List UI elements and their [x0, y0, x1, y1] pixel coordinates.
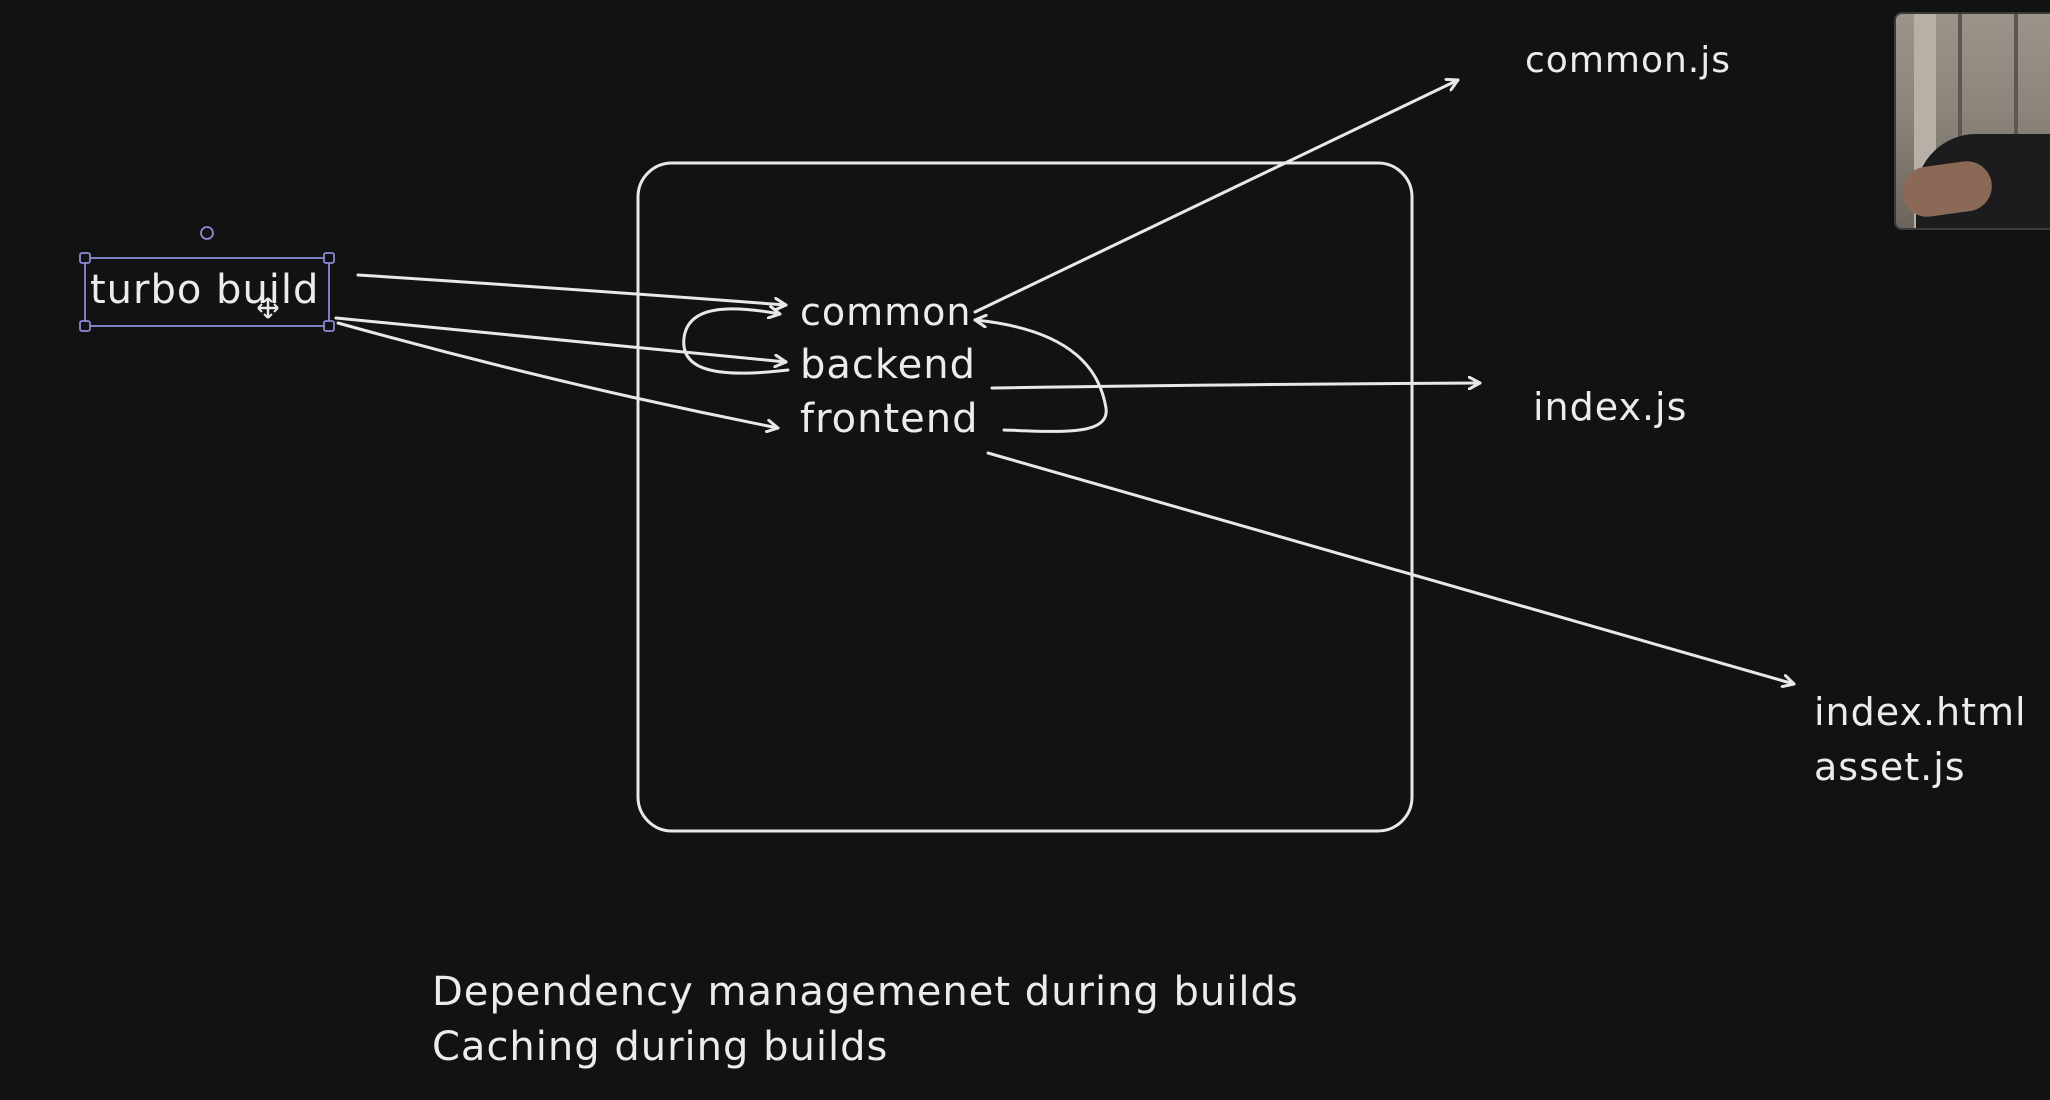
- arrow-build-to-backend[interactable]: [334, 316, 788, 362]
- resize-handle-se[interactable]: [323, 320, 335, 332]
- webcam-wall-seam: [1958, 14, 1962, 228]
- monorepo-box[interactable]: [636, 161, 1414, 833]
- arrow-frontend-to-output[interactable]: [986, 451, 1796, 684]
- rotate-handle[interactable]: [200, 226, 214, 240]
- output-index-html[interactable]: index.html: [1814, 690, 2027, 734]
- output-asset-js[interactable]: asset.js: [1814, 745, 1966, 789]
- arrow-backend-to-output[interactable]: [990, 383, 1482, 388]
- package-backend-label[interactable]: backend: [800, 342, 976, 388]
- arrow-backend-depends-common[interactable]: [682, 309, 790, 375]
- output-common-js[interactable]: common.js: [1525, 40, 1731, 81]
- webcam-wall-seam: [2014, 14, 2018, 228]
- note-dependency-management[interactable]: Dependency managemenet during builds: [432, 969, 1299, 1015]
- turbo-build-label[interactable]: turbo build: [90, 267, 319, 313]
- note-caching[interactable]: Caching during builds: [432, 1024, 888, 1070]
- resize-handle-sw[interactable]: [79, 320, 91, 332]
- move-cursor-icon: [257, 297, 279, 319]
- webcam-feed: [1894, 12, 2050, 230]
- selection-frame[interactable]: [79, 226, 335, 332]
- arrow-build-to-common[interactable]: [356, 273, 788, 305]
- package-common-label[interactable]: common: [800, 290, 972, 334]
- output-index-js[interactable]: index.js: [1533, 385, 1687, 429]
- arrow-common-to-output[interactable]: [973, 80, 1460, 314]
- resize-handle-nw[interactable]: [79, 252, 91, 264]
- arrow-build-to-frontend[interactable]: [336, 321, 780, 428]
- package-frontend-label[interactable]: frontend: [800, 396, 979, 442]
- arrow-frontend-depends-common[interactable]: [973, 320, 1108, 433]
- resize-handle-ne[interactable]: [323, 252, 335, 264]
